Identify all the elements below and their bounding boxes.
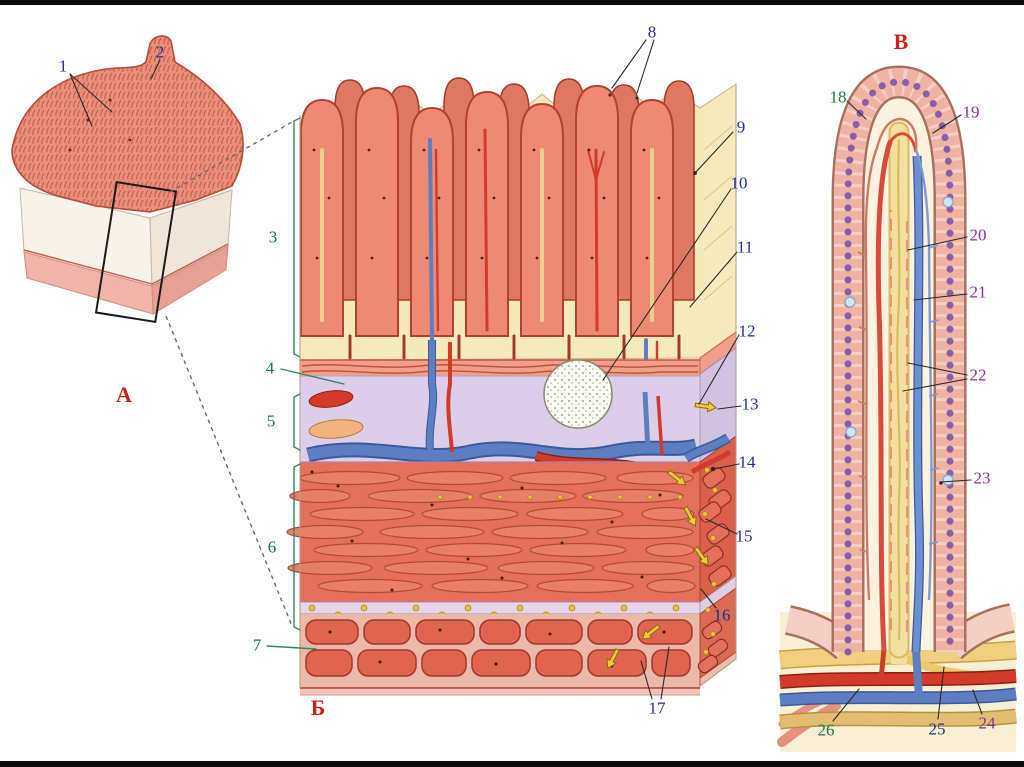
label-25: 25 bbox=[928, 719, 946, 739]
bottom-border-bar bbox=[0, 761, 1024, 767]
label-1: 1 bbox=[58, 56, 68, 76]
base-vein bbox=[779, 689, 1017, 705]
label-15: 15 bbox=[735, 526, 753, 546]
muscle-nuclei bbox=[310, 470, 662, 592]
epithelial-nuclei bbox=[844, 78, 954, 656]
label-14: 14 bbox=[738, 452, 756, 472]
label-17: 17 bbox=[648, 698, 666, 718]
label-10: 10 bbox=[730, 173, 748, 193]
capillary-left bbox=[864, 147, 879, 601]
goblet-cells bbox=[844, 196, 954, 486]
panel-letter-a: А bbox=[116, 382, 132, 407]
label-22: 22 bbox=[969, 365, 987, 385]
base-nerve bbox=[779, 710, 1017, 728]
label-7: 7 bbox=[252, 635, 262, 655]
panel-a-artwork bbox=[11, 35, 293, 627]
villus-arteriole bbox=[875, 139, 893, 653]
label-3: 3 bbox=[268, 227, 278, 247]
leader-lines bbox=[69, 39, 983, 722]
label-6: 6 bbox=[267, 537, 277, 557]
label-9: 9 bbox=[736, 117, 746, 137]
label-8: 8 bbox=[647, 22, 657, 42]
villus-epithelium bbox=[831, 65, 967, 656]
label-5: 5 bbox=[266, 411, 276, 431]
label-16: 16 bbox=[713, 605, 731, 625]
label-24: 24 bbox=[978, 713, 996, 733]
submucosal-plexus-dots bbox=[437, 494, 683, 500]
label-23: 23 bbox=[973, 468, 991, 488]
panel-letter-b: Б bbox=[310, 695, 326, 720]
label-2: 2 bbox=[155, 42, 165, 62]
label-11: 11 bbox=[736, 237, 754, 257]
base-artery bbox=[779, 670, 1017, 688]
muscle-fibers bbox=[286, 470, 696, 594]
lymph-vessel-cross-section bbox=[308, 419, 364, 439]
label-12: 12 bbox=[738, 321, 756, 341]
panel-v-artwork bbox=[777, 65, 1017, 752]
bracket-lines bbox=[266, 117, 345, 650]
label-19: 19 bbox=[962, 102, 980, 122]
label-26: 26 bbox=[817, 720, 835, 740]
capillary-right bbox=[914, 149, 933, 601]
villus-venule bbox=[912, 155, 923, 653]
label-4: 4 bbox=[265, 358, 275, 378]
label-21: 21 bbox=[969, 282, 987, 302]
block-side-face bbox=[683, 331, 737, 687]
label-20: 20 bbox=[969, 225, 987, 245]
villi-vessels bbox=[320, 128, 659, 398]
top-border-bar bbox=[0, 0, 1024, 5]
artery-cross-section bbox=[308, 390, 354, 408]
label-18: 18 bbox=[829, 87, 847, 107]
zoom-region-box bbox=[94, 180, 178, 324]
serosa bbox=[300, 688, 700, 695]
panel-letter-v: В bbox=[893, 29, 909, 54]
label-13: 13 bbox=[741, 394, 759, 414]
panel-b-artwork bbox=[286, 77, 737, 696]
crypts bbox=[348, 334, 681, 360]
